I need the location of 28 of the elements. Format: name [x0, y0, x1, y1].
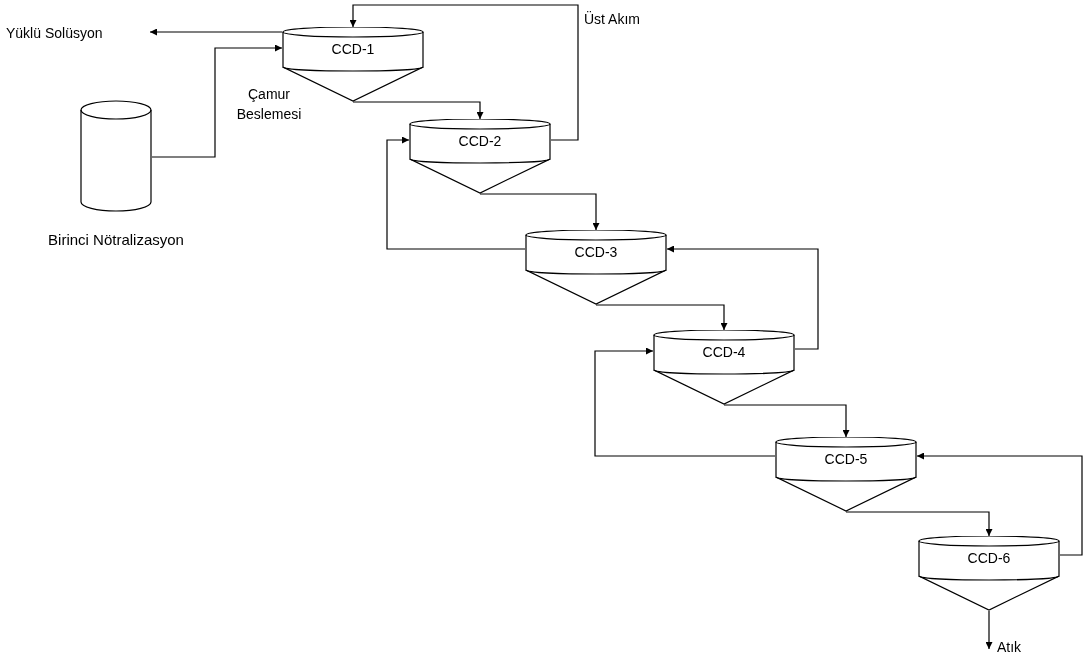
flow-arrow: [594, 347, 776, 457]
flow-arrow: [666, 245, 819, 350]
stream-label: Yüklü Solüsyon: [6, 23, 148, 43]
flow-arrow: [985, 610, 993, 650]
thickener-tank: [653, 330, 795, 405]
thickener-tank: [409, 119, 551, 194]
flow-arrow: [916, 452, 1083, 556]
cylinder-tank: [80, 100, 152, 212]
stream-label: Atık: [997, 637, 1031, 657]
tank-label: CCD-3: [573, 243, 619, 262]
tank-label: CCD-1: [330, 40, 376, 59]
flow-arrow: [352, 101, 484, 120]
flow-arrow: [149, 28, 283, 36]
tank-label: CCD-5: [823, 450, 869, 469]
thickener-tank: [775, 437, 917, 512]
flow-arrow: [723, 404, 850, 438]
thickener-tank: [525, 230, 667, 305]
flow-arrow: [479, 193, 600, 231]
flow-arrow: [386, 136, 526, 250]
tank-label: CCD-6: [966, 549, 1012, 568]
thickener-tank: [918, 536, 1060, 611]
flow-arrow: [845, 511, 993, 537]
tank-caption: Birinci Nötralizasyon: [47, 230, 185, 250]
tank-label: CCD-2: [457, 132, 503, 151]
flow-arrow: [595, 304, 728, 331]
flow-arrow: [349, 4, 579, 141]
flow-arrow: [151, 44, 283, 158]
tank-label: CCD-4: [701, 343, 747, 362]
